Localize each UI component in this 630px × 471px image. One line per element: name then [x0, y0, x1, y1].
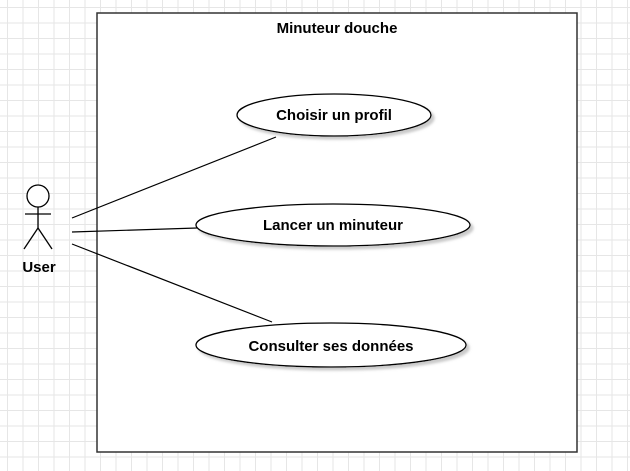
use-case-label: Consulter ses données [248, 338, 413, 355]
use-case-consulter-donnees[interactable]: Consulter ses données [195, 322, 467, 368]
actor-head [26, 184, 50, 208]
system-title: Minuteur douche [277, 20, 398, 37]
association-line[interactable] [71, 243, 273, 323]
use-case-ellipse [195, 203, 471, 247]
use-case-choisir-profil[interactable]: Choisir un profil [236, 93, 432, 137]
actor-right-leg [37, 227, 53, 250]
actor-label: User [22, 259, 56, 276]
association-line[interactable] [71, 136, 277, 219]
association-line[interactable] [71, 227, 198, 233]
use-case-lancer-minuteur[interactable]: Lancer un minuteur [195, 203, 471, 247]
use-case-label: Lancer un minuteur [263, 217, 403, 234]
actor-user[interactable] [23, 184, 53, 250]
use-case-ellipse [236, 93, 432, 137]
use-case-ellipse [195, 322, 467, 368]
use-case-label: Choisir un profil [276, 107, 392, 124]
actor-left-leg [23, 227, 39, 250]
